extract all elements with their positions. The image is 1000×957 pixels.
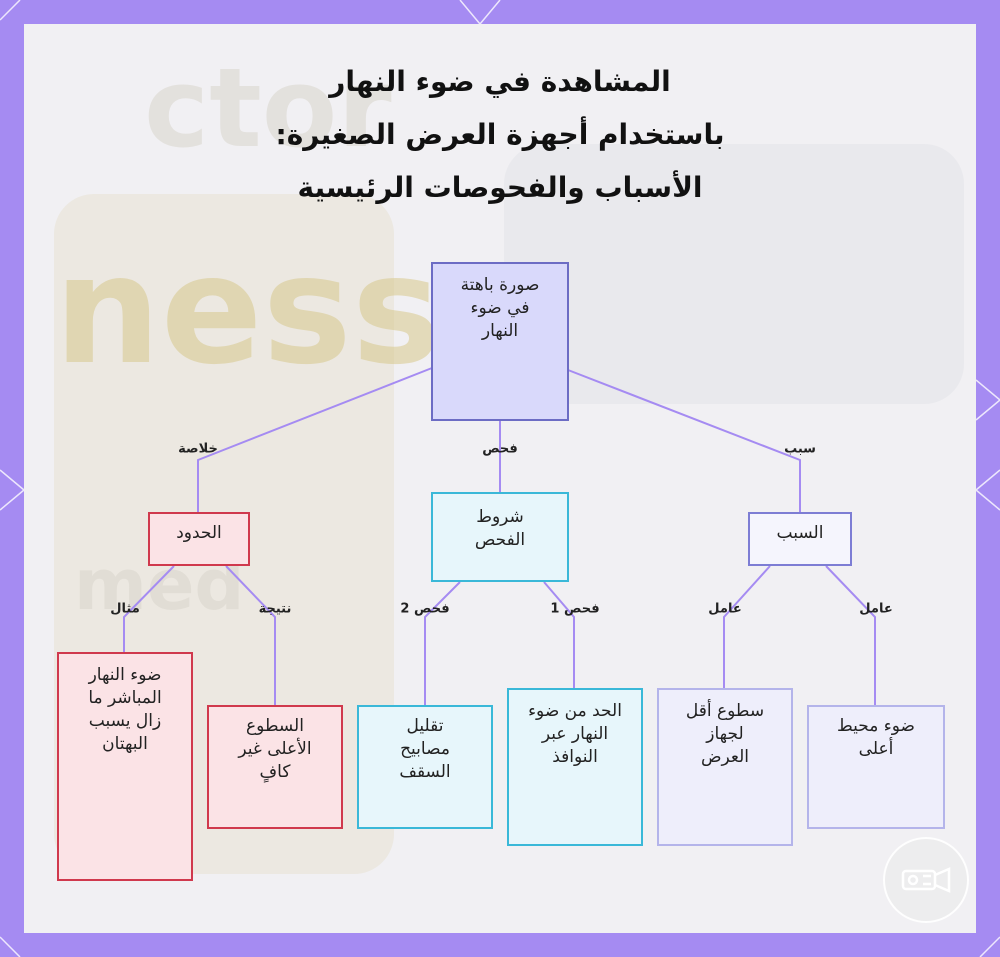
node-ceiling-label: تقليل مصابيح السقف xyxy=(399,716,451,782)
projector-icon xyxy=(883,837,969,923)
node-brightness: سطوع أقل لجهاز العرض xyxy=(657,688,793,846)
background-word-middle: ness xyxy=(54,224,442,398)
node-root: صورة باهتة في ضوء النهار xyxy=(431,262,569,421)
node-sunlight-label: ضوء النهار المباشر ما زال يسبب البهتان xyxy=(88,665,162,754)
node-root-label: صورة باهتة في ضوء النهار xyxy=(460,275,540,341)
edge-label-factor2: عامل xyxy=(708,601,742,617)
node-checks: شروط الفحص xyxy=(431,492,569,582)
node-sunlight: ضوء النهار المباشر ما زال يسبب البهتان xyxy=(57,652,193,881)
node-windows: الحد من ضوء النهار عبر النوافذ xyxy=(507,688,643,846)
edge-cause-ambient xyxy=(825,565,876,705)
edge-label-check2: فحص 2 xyxy=(400,601,450,617)
node-ambient-label: ضوء محيط أعلى xyxy=(837,716,915,759)
page-title: المشاهدة في ضوء النهار باستخدام أجهزة ال… xyxy=(0,55,1000,214)
title-line-2: باستخدام أجهزة العرض الصغيرة: xyxy=(275,118,725,151)
node-notenough: السطوع الأعلى غير كافٍ xyxy=(207,705,343,829)
edge-root-limits xyxy=(197,367,433,512)
background-photo-blur-right xyxy=(504,144,964,404)
edge-label-cause: سبب xyxy=(784,441,816,457)
node-brightness-label: سطوع أقل لجهاز العرض xyxy=(685,701,765,767)
edge-label-conclusion: خلاصة xyxy=(178,441,218,457)
node-ceiling: تقليل مصابيح السقف xyxy=(357,705,493,829)
edge-limits-sunlight xyxy=(123,565,175,652)
node-windows-label: الحد من ضوء النهار عبر النوافذ xyxy=(528,701,622,767)
edge-label-result: نتيجة xyxy=(258,601,292,617)
edge-label-check: فحص xyxy=(482,441,518,457)
edge-cause-brightness xyxy=(723,565,771,688)
edge-label-example: مثال xyxy=(110,601,140,617)
node-ambient: ضوء محيط أعلى xyxy=(807,705,945,829)
edge-root-cause xyxy=(567,369,801,512)
node-limits: الحدود xyxy=(148,512,250,566)
edge-label-check1: فحص 1 xyxy=(550,601,600,617)
edge-limits-notenough xyxy=(225,565,276,705)
edge-checks-ceiling xyxy=(424,581,461,705)
edge-label-factor1: عامل xyxy=(859,601,893,617)
title-line-3: الأسباب والفحوصات الرئيسية xyxy=(297,171,703,204)
background-word-top: ctor xyxy=(144,44,392,172)
node-checks-label: شروط الفحص xyxy=(474,507,526,550)
node-cause: السبب xyxy=(748,512,852,566)
node-limits-label: الحدود xyxy=(176,523,222,543)
title-line-1: المشاهدة في ضوء النهار xyxy=(329,65,671,98)
edge-checks-windows xyxy=(543,581,575,688)
node-notenough-label: السطوع الأعلى غير كافٍ xyxy=(238,716,312,782)
node-cause-label: السبب xyxy=(776,523,824,543)
